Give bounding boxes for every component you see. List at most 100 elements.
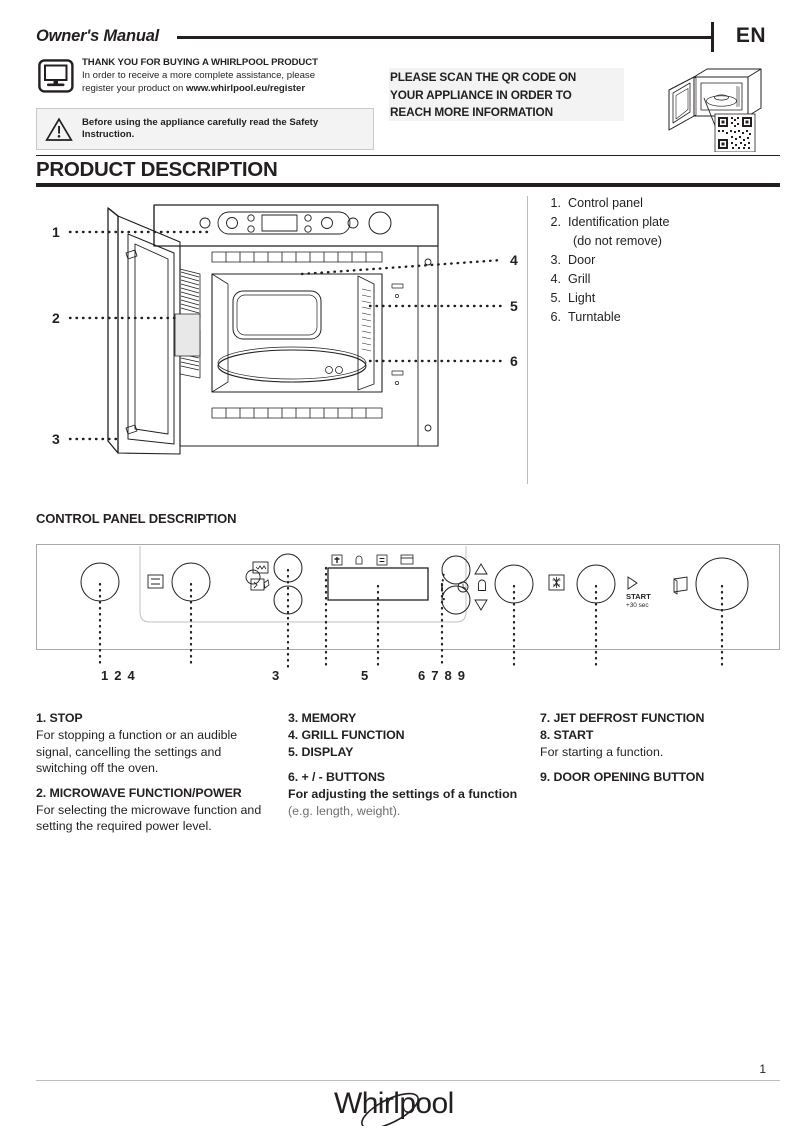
display-indicator-icons (331, 554, 414, 566)
item-heading-grill: 4. GRILL FUNCTION (288, 728, 405, 742)
qr-callout-line1: PLEASE SCAN THE QR CODE ON (390, 70, 577, 84)
triangle-up-icon (474, 563, 488, 575)
svg-text:Whirlpool: Whirlpool (334, 1087, 454, 1120)
safety-notice-text: Before using the appliance carefully rea… (82, 117, 319, 140)
part-number: 6. (550, 310, 561, 324)
descriptions-column-3: 7. JET DEFROST FUNCTION 8. START For sta… (540, 710, 780, 843)
item-heading-microwave: 2. MICROWAVE FUNCTION/POWER (36, 785, 242, 800)
door-open-icon (673, 576, 688, 593)
parts-legend-list: 1. Control panel 2. Identification plate… (540, 194, 770, 327)
control-panel-descriptions: 1. STOP For stopping a function or an au… (36, 710, 780, 843)
thank-you-block: THANK YOU FOR BUYING A WHIRLPOOL PRODUCT… (38, 56, 374, 95)
section-title-text: PRODUCT DESCRIPTION (36, 158, 278, 181)
section-rule-bottom (36, 183, 780, 187)
minus-button (441, 585, 471, 615)
part-label: Identification plate (568, 215, 670, 229)
control-panel-diagram: START +30 sec (36, 544, 780, 670)
control-panel-number-labels: 1 2 4 3 5 6 7 8 9 (36, 668, 780, 688)
item-heading-memory: 3. MEMORY (288, 711, 357, 725)
part-sublabel: (do not remove) (573, 234, 662, 248)
page-number: 1 (759, 1062, 766, 1076)
header-divider-line (177, 35, 711, 39)
qr-callout-text: PLEASE SCAN THE QR CODE ON YOUR APPLIANC… (390, 69, 576, 122)
memory-knob (273, 553, 303, 583)
callout-number-2: 2 (52, 310, 60, 326)
jet-defrost-icon (548, 574, 565, 591)
weight-icon (478, 579, 486, 591)
control-panel-heading: CONTROL PANEL DESCRIPTION (36, 511, 237, 526)
triangle-down-icon (474, 599, 488, 611)
item-heading-display: 5. DISPLAY (288, 745, 354, 759)
thank-you-body-line1: In order to receive a more complete assi… (82, 70, 316, 81)
cp-number-group-124: 1 2 4 (101, 668, 136, 683)
item-heading-dooropening: 9. DOOR OPENING BUTTON (540, 769, 705, 784)
play-triangle-icon (627, 576, 638, 590)
callout-number-5: 5 (510, 298, 518, 314)
thank-you-body: In order to receive a more complete assi… (82, 70, 374, 95)
microwave-qr-illustration (668, 68, 762, 152)
item-heading-plusminus: 6. + / - BUTTONS (288, 770, 385, 784)
callout-number-1: 1 (52, 224, 60, 240)
qr-code-graphic (714, 113, 756, 152)
plus-button (441, 555, 471, 585)
callout-number-4: 4 (510, 252, 518, 268)
header-divider-tick (710, 22, 714, 52)
door-opening-button (695, 557, 749, 611)
grill-knob (273, 585, 303, 615)
parts-legend-item: 5. Light (540, 289, 770, 308)
thank-you-title: THANK YOU FOR BUYING A WHIRLPOOL PRODUCT (82, 57, 318, 68)
item-body-plusminus: For adjusting the settings of a function… (288, 786, 524, 819)
parts-legend-subnote: (do not remove) (540, 232, 770, 251)
register-url[interactable]: www.whirlpool.eu/register (186, 82, 306, 94)
parts-legend-item: 3. Door (540, 251, 770, 270)
whirlpool-logo: Whirlpool (334, 1087, 454, 1126)
warning-triangle-icon (45, 117, 73, 141)
descriptions-column-2: 3. MEMORY 4. GRILL FUNCTION 5. DISPLAY 6… (288, 710, 540, 843)
clock-icon (457, 581, 469, 593)
descriptions-column-1: 1. STOP For stopping a function or an au… (36, 710, 288, 843)
cp-number-group-3: 3 (272, 668, 281, 683)
qr-callout-line2: YOUR APPLIANCE IN ORDER TO (390, 87, 572, 102)
page-title: Owner's Manual (36, 26, 160, 45)
parts-legend-item: 6. Turntable (540, 308, 770, 327)
cp-number-group-5: 5 (361, 668, 370, 683)
part-label: Control panel (568, 196, 643, 210)
diagram-parts-divider (527, 196, 528, 484)
page-header: Owner's Manual EN (36, 22, 766, 52)
thank-you-body-line2-prefix: register your product on (82, 82, 186, 94)
language-code: EN (735, 24, 766, 47)
item-body-plusminus-bold: For adjusting the settings of a function (288, 787, 518, 801)
section-rule-top (36, 155, 780, 156)
start-sublabel: +30 sec (626, 602, 649, 609)
thank-you-text: THANK YOU FOR BUYING A WHIRLPOOL PRODUCT… (82, 56, 374, 95)
part-number: 1. (550, 196, 561, 210)
memory-icon (252, 561, 269, 574)
item-heading-start: 8. START (540, 728, 594, 742)
safety-notice-box: Before using the appliance carefully rea… (36, 108, 374, 150)
item-body-stop: For stopping a function or an audible si… (36, 728, 238, 775)
item-heading-stop: 1. STOP (36, 711, 83, 725)
item-body-start: For starting a function. (540, 745, 664, 759)
qr-callout-box: PLEASE SCAN THE QR CODE ON YOUR APPLIANC… (389, 68, 624, 121)
part-number: 3. (550, 253, 561, 267)
part-number: 5. (550, 291, 561, 305)
callout-line-4 (300, 258, 504, 276)
qr-callout-line3: REACH MORE INFORMATION (390, 105, 553, 119)
part-label: Grill (568, 272, 591, 286)
parts-legend-item: 1. Control panel (540, 194, 770, 213)
footer-divider (36, 1080, 780, 1081)
product-description-heading: PRODUCT DESCRIPTION (36, 155, 780, 187)
parts-legend-item: 4. Grill (540, 270, 770, 289)
part-label: Turntable (568, 310, 621, 324)
start-label: START (626, 592, 651, 601)
part-number: 2. (550, 215, 561, 229)
parts-legend-item: 2. Identification plate (540, 213, 770, 232)
spacer (288, 761, 524, 769)
item-body-plusminus-muted: (e.g. length, weight). (288, 803, 401, 818)
part-label: Light (568, 291, 596, 305)
callout-number-3: 3 (52, 431, 60, 447)
part-label: Door (568, 253, 596, 267)
item-body-microwave: For selecting the microwave function and… (36, 802, 262, 834)
part-number: 4. (550, 272, 561, 286)
